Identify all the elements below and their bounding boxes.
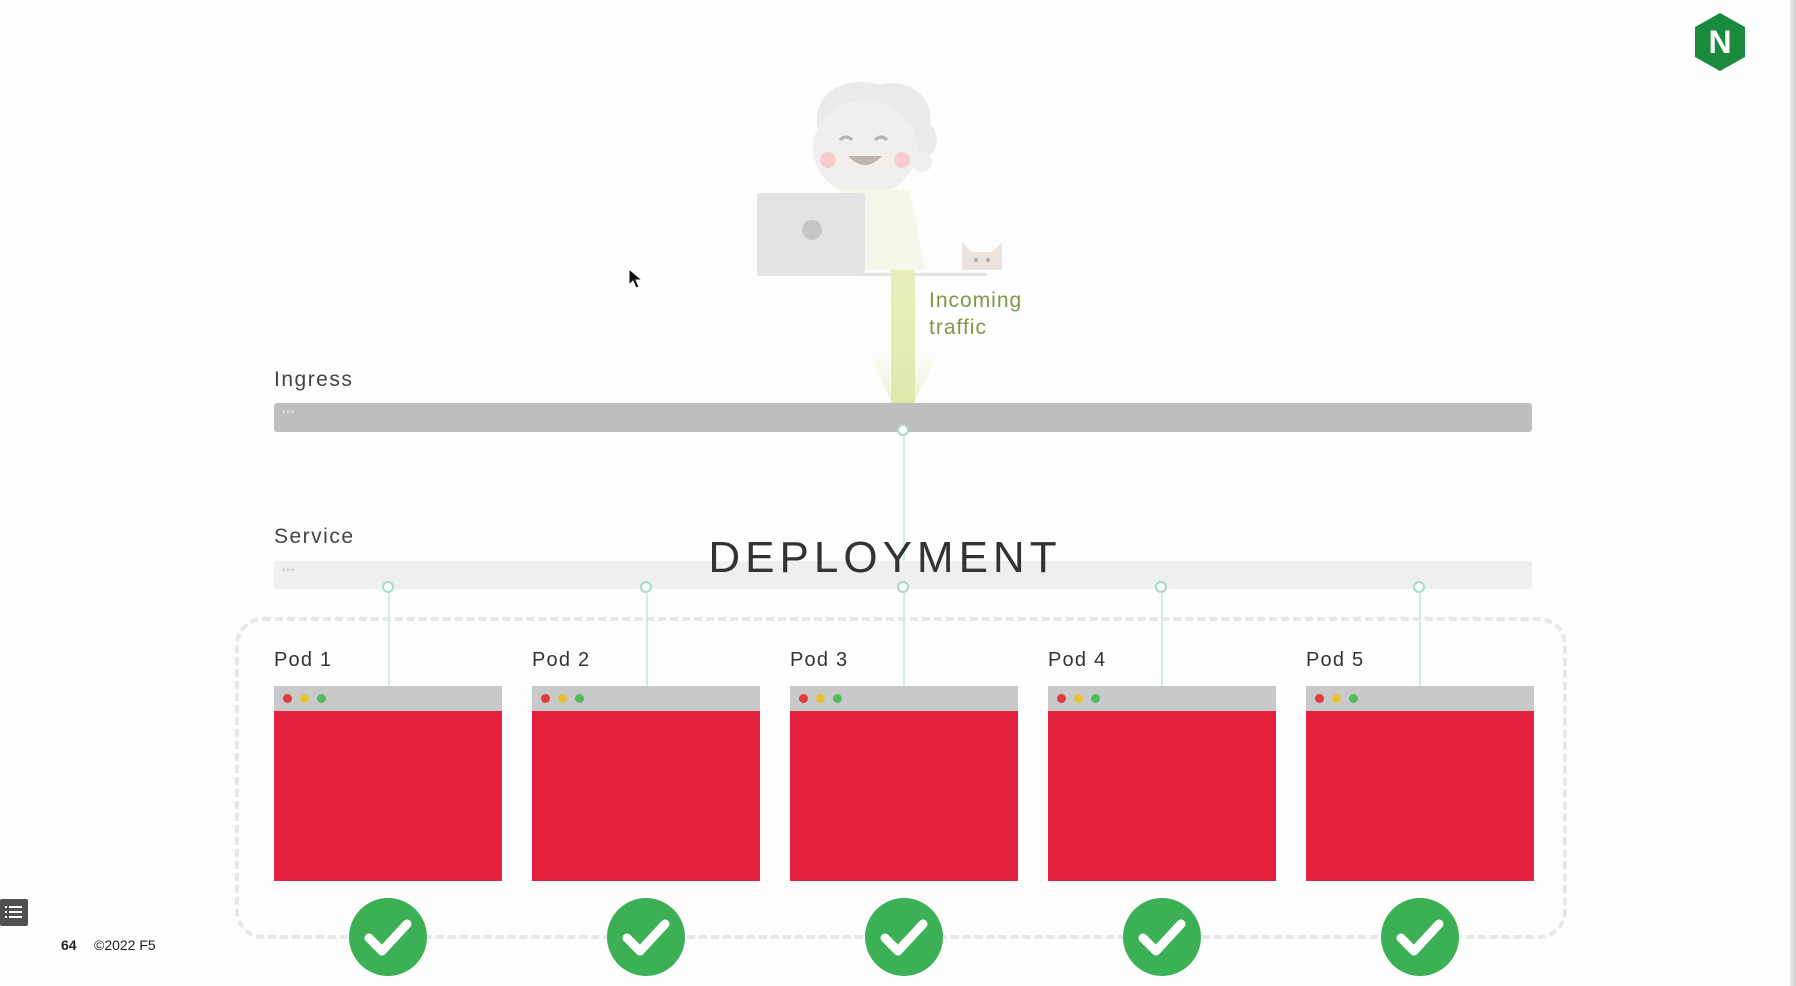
- pod-titlebar: [532, 686, 760, 711]
- pod-body: [1048, 711, 1276, 881]
- ingress-service-connector: [903, 436, 905, 582]
- checkmark-icon: [607, 898, 685, 976]
- yellow-dot-icon: [558, 694, 567, 703]
- copyright: ©2022 F5: [94, 937, 156, 953]
- bar-dots-icon: •••: [282, 407, 296, 418]
- pod-window: [274, 686, 502, 881]
- nginx-logo: N: [1695, 13, 1745, 71]
- pod-label: Pod 2: [532, 649, 591, 671]
- slide-menu-button[interactable]: [0, 899, 28, 926]
- service-pod-connector: [1419, 593, 1421, 687]
- pod-window: [1048, 686, 1276, 881]
- pod-window: [532, 686, 760, 881]
- yellow-dot-icon: [300, 694, 309, 703]
- green-dot-icon: [1091, 694, 1100, 703]
- pod-label: Pod 3: [790, 649, 849, 671]
- green-dot-icon: [575, 694, 584, 703]
- yellow-dot-icon: [816, 694, 825, 703]
- checkmark-icon: [1381, 898, 1459, 976]
- developer-illustration: [757, 82, 1002, 276]
- pod-titlebar: [1306, 686, 1534, 711]
- red-dot-icon: [1315, 694, 1324, 703]
- service-pod-connector: [1161, 593, 1163, 687]
- pod-body: [1306, 711, 1534, 881]
- pod-label: Pod 1: [274, 649, 333, 671]
- ingress-node: [897, 424, 909, 436]
- checkmark-icon: [1123, 898, 1201, 976]
- service-node: [382, 581, 394, 593]
- list-icon: [5, 906, 22, 918]
- service-node: [1413, 581, 1425, 593]
- red-dot-icon: [541, 694, 550, 703]
- service-node: [640, 581, 652, 593]
- red-dot-icon: [283, 694, 292, 703]
- pod-titlebar: [274, 686, 502, 711]
- pod-body: [532, 711, 760, 881]
- service-pod-connector: [903, 593, 905, 687]
- traffic-funnel: [866, 350, 940, 410]
- service-label: Service: [274, 525, 355, 548]
- red-dot-icon: [799, 694, 808, 703]
- pod-body: [790, 711, 1018, 881]
- pod-body: [274, 711, 502, 881]
- service-pod-connector: [646, 593, 648, 687]
- service-node: [897, 581, 909, 593]
- pod-label: Pod 5: [1306, 649, 1365, 671]
- slide-number: 64: [61, 937, 77, 953]
- yellow-dot-icon: [1332, 694, 1341, 703]
- checkmark-icon: [349, 898, 427, 976]
- deployment-title: DEPLOYMENT: [708, 533, 1062, 582]
- yellow-dot-icon: [1074, 694, 1083, 703]
- logo-letter: N: [1708, 24, 1731, 60]
- green-dot-icon: [833, 694, 842, 703]
- pod-titlebar: [1048, 686, 1276, 711]
- mouse-cursor-icon: [628, 268, 644, 289]
- ingress-label: Ingress: [274, 368, 354, 391]
- incoming-traffic-label: Incoming traffic: [929, 289, 1023, 339]
- service-pod-connector: [388, 593, 390, 687]
- green-dot-icon: [1349, 694, 1358, 703]
- pod-window: [1306, 686, 1534, 881]
- pod-label: Pod 4: [1048, 649, 1107, 671]
- pod-titlebar: [790, 686, 1018, 711]
- window-edge: [1790, 0, 1796, 986]
- pod-window: [790, 686, 1018, 881]
- green-dot-icon: [317, 694, 326, 703]
- service-node: [1155, 581, 1167, 593]
- red-dot-icon: [1057, 694, 1066, 703]
- checkmark-icon: [865, 898, 943, 976]
- bar-dots-icon: •••: [282, 565, 296, 576]
